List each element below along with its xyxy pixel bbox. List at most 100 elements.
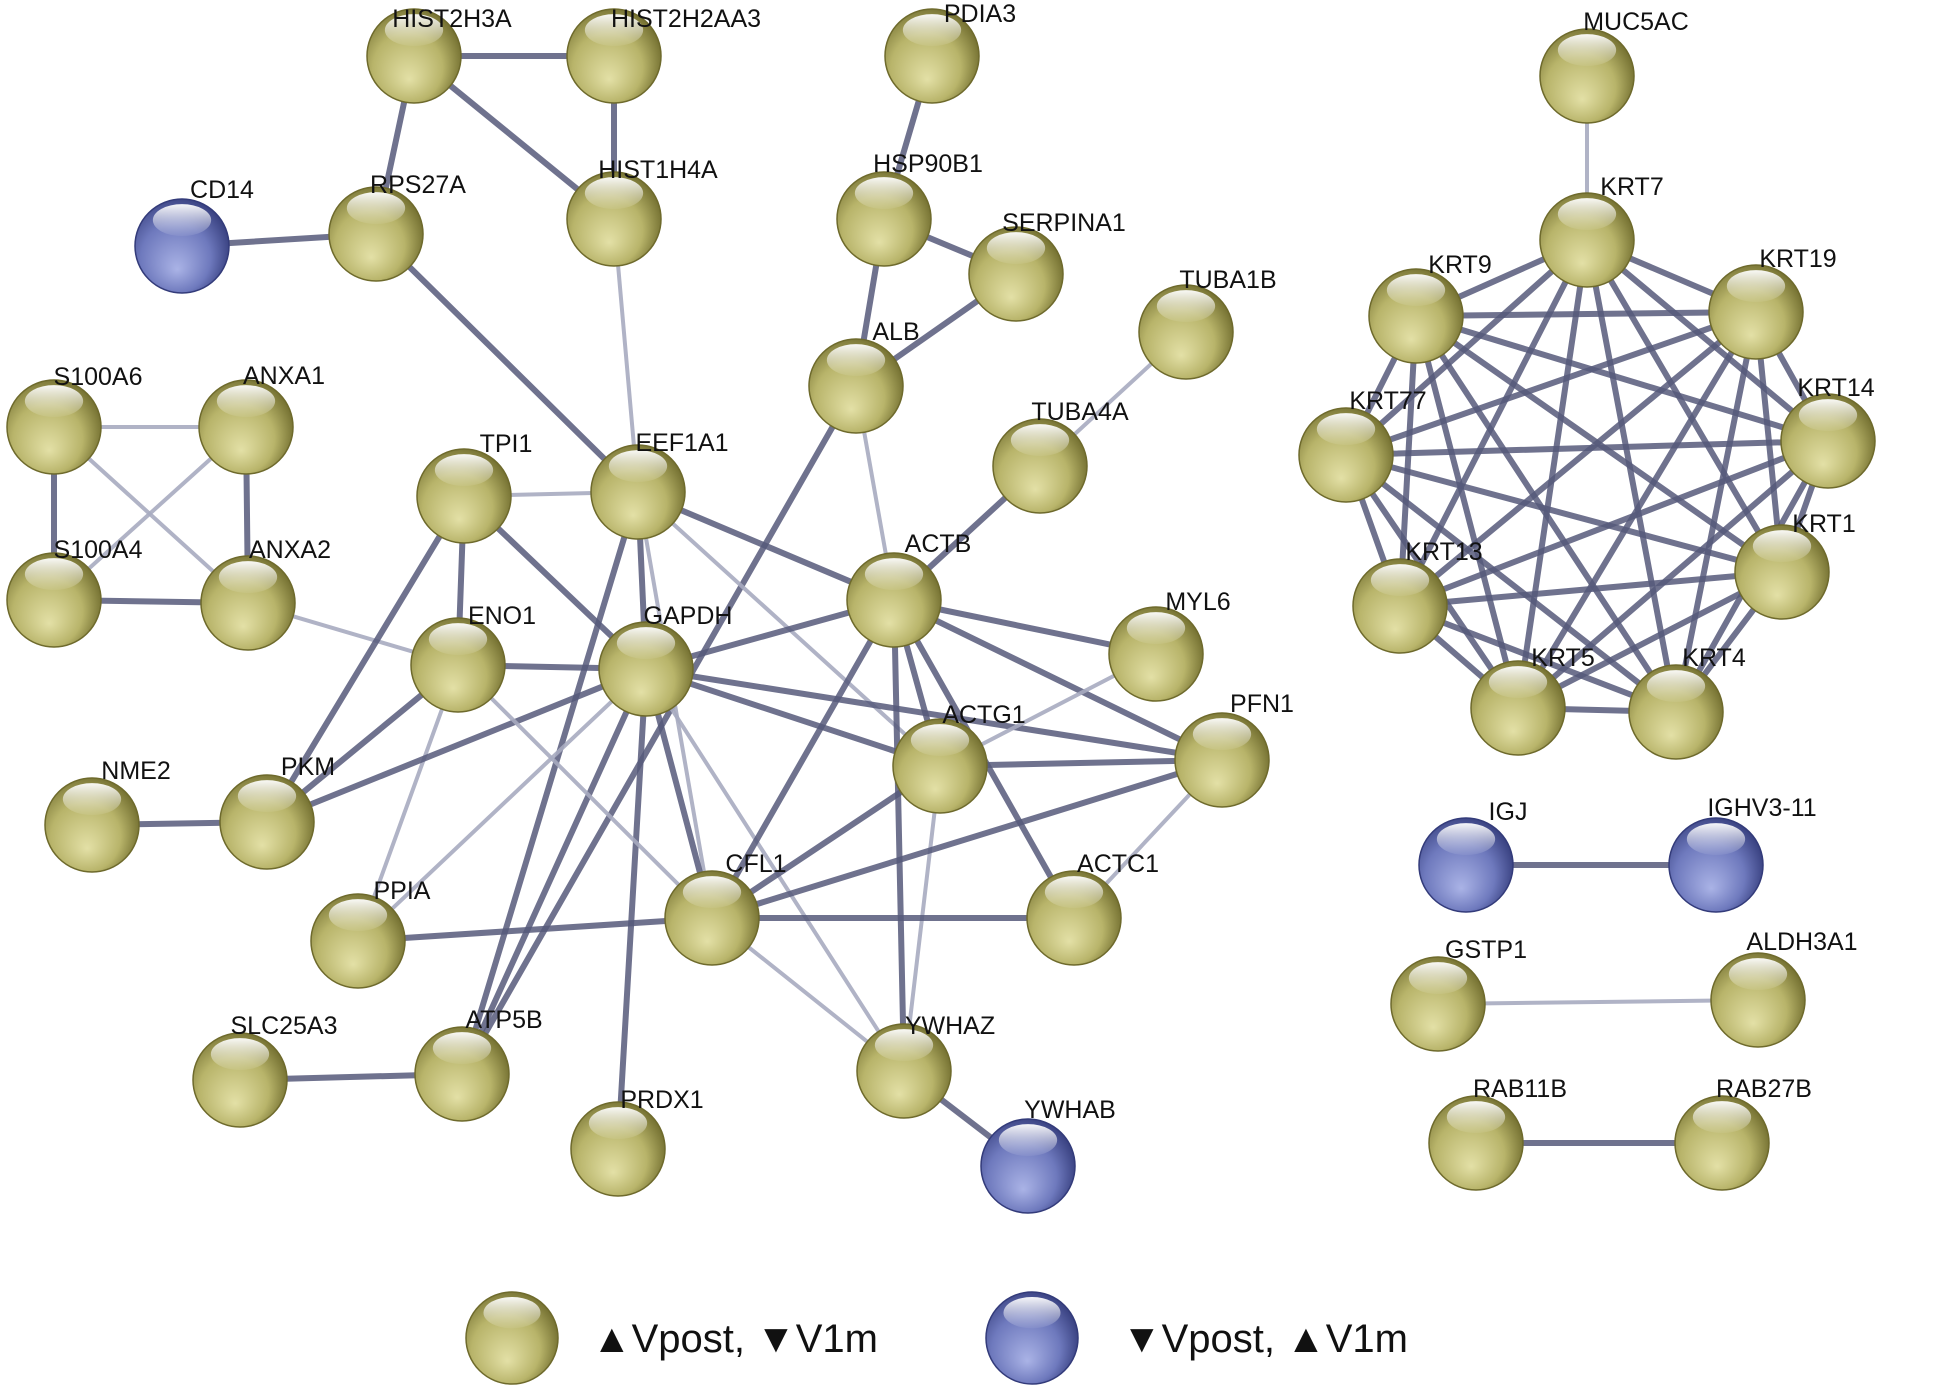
edge-KRT14-KRT5: [1515, 438, 1831, 711]
node-anxa2[interactable]: [200, 555, 296, 651]
edge-KRT14-KRT77: [1343, 438, 1831, 458]
node-nme2[interactable]: [44, 777, 140, 873]
node-ighv3-11[interactable]: [1668, 817, 1764, 913]
node-tpi1[interactable]: [416, 448, 512, 544]
node-label-s100a4: S100A4: [54, 536, 143, 564]
node-label-s100a6: S100A6: [54, 363, 143, 391]
edge-GAPDH-PPIA: [356, 667, 648, 943]
node-actg1[interactable]: [892, 718, 988, 814]
node-hist1h4a[interactable]: [566, 171, 662, 267]
node-gstp1[interactable]: [1390, 956, 1486, 1052]
edge-ENO1-PPIA: [356, 663, 460, 943]
node-krt13-highlight: [1370, 564, 1430, 597]
node-myl6[interactable]: [1108, 606, 1204, 702]
node-krt9[interactable]: [1368, 268, 1464, 364]
node-actg1-highlight: [910, 724, 970, 757]
node-label-tuba4a: TUBA4A: [1031, 398, 1129, 426]
node-label-eno1: ENO1: [468, 602, 536, 630]
node-krt13[interactable]: [1352, 558, 1448, 654]
node-cd14[interactable]: [134, 198, 230, 294]
edge-KRT77-KRT1: [1343, 452, 1785, 575]
node-label-muc5ac: MUC5AC: [1583, 8, 1689, 36]
node-s100a6-highlight: [24, 385, 84, 418]
node-pdia3[interactable]: [884, 8, 980, 104]
node-eno1[interactable]: [410, 617, 506, 713]
node-label-tuba1b: TUBA1B: [1179, 266, 1276, 294]
node-gapdh[interactable]: [598, 621, 694, 717]
node-ywhab[interactable]: [980, 1118, 1076, 1214]
node-rab27b-highlight: [1692, 1101, 1752, 1134]
node-krt19[interactable]: [1708, 264, 1804, 360]
node-hist2h2aa3[interactable]: [566, 8, 662, 104]
node-rab11b-highlight: [1446, 1101, 1506, 1134]
node-actc1[interactable]: [1026, 870, 1122, 966]
node-label-krt77: KRT77: [1349, 387, 1426, 415]
node-aldh3a1[interactable]: [1710, 952, 1806, 1048]
node-krt14-highlight: [1798, 399, 1858, 432]
node-muc5ac[interactable]: [1539, 28, 1635, 124]
edge-KRT19-KRT13: [1397, 309, 1759, 609]
node-krt1[interactable]: [1734, 524, 1830, 620]
node-nme2-highlight: [62, 783, 122, 816]
node-ppia[interactable]: [310, 893, 406, 989]
node-igj[interactable]: [1418, 817, 1514, 913]
node-pkm[interactable]: [219, 774, 315, 870]
node-rps27a[interactable]: [328, 186, 424, 282]
node-alb[interactable]: [808, 338, 904, 434]
node-pdia3-highlight: [902, 14, 962, 47]
node-tpi1-highlight: [434, 454, 494, 487]
node-slc25a3[interactable]: [192, 1032, 288, 1128]
node-pfn1[interactable]: [1174, 712, 1270, 808]
node-label-anxa1: ANXA1: [243, 362, 325, 390]
node-krt9-highlight: [1386, 274, 1446, 307]
node-anxa1[interactable]: [198, 379, 294, 475]
edge-GAPDH-ACTG1: [643, 666, 943, 769]
edge-KRT19-KRT77: [1343, 309, 1759, 458]
node-krt77[interactable]: [1298, 407, 1394, 503]
node-rab11b[interactable]: [1428, 1095, 1524, 1191]
node-cfl1-highlight: [682, 876, 742, 909]
node-krt7[interactable]: [1539, 192, 1635, 288]
node-hist1h4a-highlight: [584, 177, 644, 210]
node-eef1a1[interactable]: [590, 444, 686, 540]
node-cfl1[interactable]: [664, 870, 760, 966]
node-krt14[interactable]: [1780, 393, 1876, 489]
node-prdx1[interactable]: [570, 1101, 666, 1197]
node-hsp90b1[interactable]: [836, 171, 932, 267]
edge-KRT9-KRT14: [1413, 313, 1831, 444]
node-atp5b[interactable]: [414, 1026, 510, 1122]
node-krt7-highlight: [1557, 198, 1617, 231]
node-label-ppia: PPIA: [374, 877, 431, 905]
node-ighv3-11-highlight: [1686, 823, 1746, 856]
node-label-prdx1: PRDX1: [620, 1086, 703, 1114]
node-krt1-highlight: [1752, 530, 1812, 563]
node-s100a4[interactable]: [6, 552, 102, 648]
node-s100a4-highlight: [24, 558, 84, 591]
node-tuba4a[interactable]: [992, 418, 1088, 514]
node-actb[interactable]: [846, 552, 942, 648]
node-krt4[interactable]: [1628, 664, 1724, 760]
edge-RPS27A-EEF1A1: [373, 231, 641, 495]
node-hist2h3a[interactable]: [366, 8, 462, 104]
node-krt5[interactable]: [1470, 660, 1566, 756]
node-label-atp5b: ATP5B: [465, 1006, 542, 1034]
legend-item-up: ▲Vpost, ▼V1m: [465, 1291, 878, 1385]
node-eno1-highlight: [428, 623, 488, 656]
node-krt77-highlight: [1316, 413, 1376, 446]
node-rab27b[interactable]: [1674, 1095, 1770, 1191]
node-rps27a-highlight: [346, 192, 406, 225]
edge-KRT1-KRT13: [1397, 569, 1785, 609]
node-actb-highlight: [864, 558, 924, 591]
node-tuba1b[interactable]: [1138, 284, 1234, 380]
edge-ACTB-PFN1: [891, 597, 1225, 763]
node-cd14-highlight: [152, 204, 212, 237]
node-s100a6[interactable]: [6, 379, 102, 475]
node-label-ighv3-11: IGHV3-11: [1707, 794, 1816, 822]
node-ywhaz-highlight: [874, 1029, 934, 1062]
node-label-ywhab: YWHAB: [1024, 1096, 1116, 1124]
legend-item-down: ▼Vpost, ▲V1m: [985, 1291, 1408, 1385]
node-ywhaz[interactable]: [856, 1023, 952, 1119]
node-serpina1[interactable]: [968, 226, 1064, 322]
edge-KRT19-KRT4: [1673, 309, 1759, 715]
